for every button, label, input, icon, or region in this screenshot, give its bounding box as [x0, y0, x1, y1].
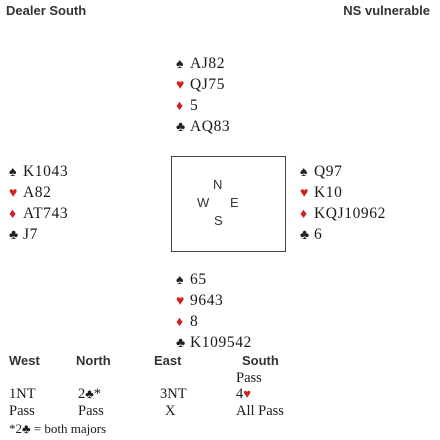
west-clubs-cards: J7	[23, 226, 38, 243]
bid-north-2-level: 2	[78, 386, 86, 402]
spade-icon: ♠	[176, 273, 185, 288]
west-clubs: ♣ J7	[9, 224, 68, 245]
heart-icon: ♥	[176, 294, 185, 309]
south-clubs-cards: K109542	[190, 334, 252, 351]
auction-header-east: East	[154, 353, 182, 368]
west-diamonds-cards: AT743	[23, 205, 69, 222]
hand-east: ♠Q97 ♥K10 ♦KQJ10962 ♣6	[300, 161, 386, 245]
north-hearts-cards: QJ75	[190, 76, 226, 93]
hand-west: ♠ K1043 ♥ A82 ♦ AT743 ♣ J7	[9, 161, 68, 245]
east-spades: ♠ Q97	[300, 161, 386, 182]
east-hearts-cards: K10	[314, 184, 343, 201]
south-diamonds: ♦8	[176, 311, 252, 332]
bid-east-2: 3NT	[160, 386, 187, 402]
hand-south: ♠65 ♥9643 ♦8 ♣K109542	[176, 269, 252, 353]
south-diamonds-cards: 8	[190, 313, 199, 330]
east-diamonds-cards: KQJ10962	[314, 205, 386, 222]
auction-header-north: North	[76, 353, 111, 368]
compass-west: W	[197, 195, 210, 210]
bid-east-3: X	[165, 403, 176, 419]
south-clubs: ♣ K109542	[176, 332, 252, 353]
club-icon: ♣	[176, 336, 186, 351]
hand-north: ♠AJ82 ♥QJ75 ♦5 ♣AQ83	[176, 53, 230, 137]
spade-icon: ♠	[176, 57, 185, 72]
auction-footnote: *2♣ = both majors	[9, 421, 106, 437]
west-spades-cards: K1043	[23, 163, 69, 180]
vulnerability-label: NS vulnerable	[343, 3, 430, 18]
west-hearts: ♥ A82	[9, 182, 68, 203]
south-spades: ♠ 65	[176, 269, 252, 290]
north-spades-cards: AJ82	[190, 55, 226, 72]
north-spades: ♠ AJ82	[176, 53, 230, 74]
bid-south-2-level: 4	[236, 386, 244, 402]
compass-box: N W E S	[171, 156, 286, 252]
compass-rose: N W E S	[194, 177, 242, 231]
club-icon: ♣	[300, 228, 310, 243]
spade-icon: ♠	[300, 165, 309, 180]
spade-icon: ♠	[9, 165, 18, 180]
diamond-icon: ♦	[300, 207, 308, 222]
west-spades: ♠ K1043	[9, 161, 68, 182]
east-clubs-cards: 6	[314, 226, 323, 243]
east-diamonds: ♦ KQJ10962	[300, 203, 386, 224]
heart-icon: ♥	[300, 186, 309, 201]
club-icon: ♣	[176, 120, 186, 135]
compass-south: S	[214, 213, 223, 228]
club-icon: ♣	[9, 228, 19, 243]
compass-north: N	[213, 177, 223, 192]
east-hearts: ♥ K10	[300, 182, 386, 203]
heart-icon: ♥	[243, 386, 251, 401]
bid-west-3: Pass	[9, 403, 35, 419]
bid-south-3: All Pass	[236, 403, 284, 419]
bid-west-2: 1NT	[9, 386, 36, 402]
west-hearts-cards: A82	[23, 184, 52, 201]
auction-header-south: South	[242, 353, 279, 368]
diamond-icon: ♦	[176, 99, 184, 114]
dealer-label: Dealer South	[6, 3, 87, 18]
compass-east: E	[230, 195, 239, 210]
bid-south-1: Pass	[236, 370, 262, 386]
bid-north-3: Pass	[78, 403, 104, 419]
south-spades-cards: 65	[190, 271, 207, 288]
south-hearts-cards: 9643	[190, 292, 224, 309]
north-clubs-cards: AQ83	[190, 118, 231, 135]
bid-south-2: 4♥	[236, 386, 251, 403]
footnote-text: = both majors	[30, 421, 107, 436]
club-icon: ♣	[22, 421, 31, 436]
north-diamonds: ♦5	[176, 95, 230, 116]
west-diamonds: ♦ AT743	[9, 203, 68, 224]
heart-icon: ♥	[176, 78, 185, 93]
south-hearts: ♥ 9643	[176, 290, 252, 311]
auction-header-west: West	[9, 353, 40, 368]
north-hearts: ♥ QJ75	[176, 74, 230, 95]
footnote-marker: *2	[9, 421, 22, 436]
diamond-icon: ♦	[176, 315, 184, 330]
club-icon: ♣	[85, 386, 94, 401]
east-clubs: ♣6	[300, 224, 386, 245]
heart-icon: ♥	[9, 186, 18, 201]
north-clubs: ♣ AQ83	[176, 116, 230, 137]
bid-north-2: 2♣*	[78, 386, 101, 403]
east-spades-cards: Q97	[314, 163, 343, 180]
diamond-icon: ♦	[9, 207, 17, 222]
bid-north-2-alert: *	[93, 386, 102, 402]
north-diamonds-cards: 5	[190, 97, 199, 114]
